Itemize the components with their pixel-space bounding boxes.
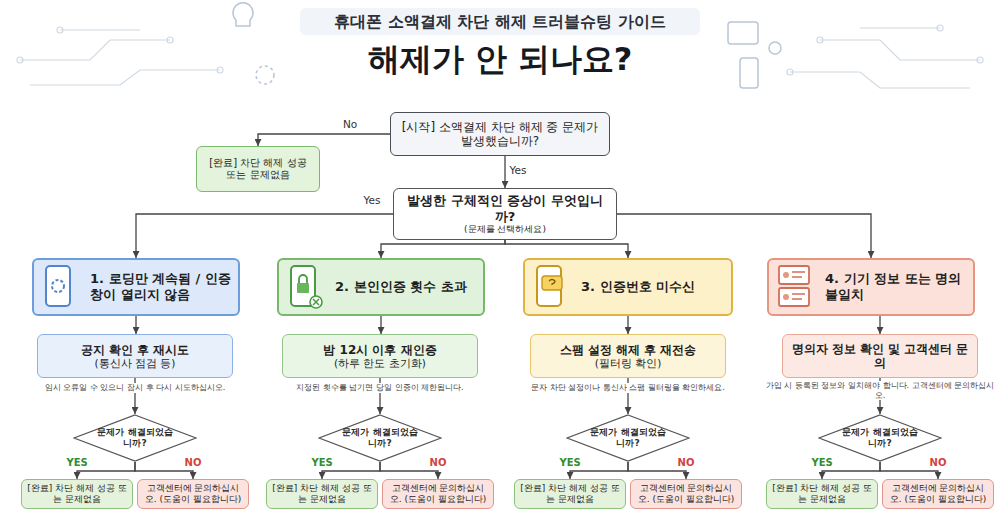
node-text: 고객센터에 문의하십시오. (도움이 필요합니다) <box>386 483 490 505</box>
connector <box>380 316 381 334</box>
edge-label: Yes <box>508 165 529 177</box>
node-text: 밤 12시 이후 재인증 <box>323 343 436 357</box>
help-box: 고객센터에 문의하십시오. (도움이 필요합니다) <box>882 479 994 509</box>
connector <box>505 240 628 258</box>
edge-label: YES <box>309 457 334 468</box>
connector <box>879 316 880 334</box>
node-text: 스팸 설정 해제 후 재전송 <box>560 343 697 357</box>
id-card-icon <box>779 266 809 306</box>
note-text: 가입 시 등록된 정보와 일치해야 합니다. 고객센터에 문의하십시오. <box>765 381 995 400</box>
end-box: [완료] 차단 해제 성공 또는 문제없음 <box>21 479 133 509</box>
node-subtext: (문제를 선택하세요) <box>464 224 546 235</box>
main-title: 해제가 안 되나요? <box>200 40 800 78</box>
symptom-box: 2. 본인인증 횟수 초과 <box>277 258 485 316</box>
node-subtext: (통신사 점검 등) <box>95 357 176 370</box>
end-box: [완료] 차단 해제 성공 또는 문제없음 <box>196 146 320 192</box>
symptom-box: 1. 로딩만 계속됨 / 인증창이 열리지 않음 <box>32 258 240 316</box>
node-text: [완료] 차단 해제 성공 또는 문제없음 <box>770 483 874 505</box>
connector <box>135 316 136 334</box>
diamond-shape <box>74 415 196 461</box>
edge-label: NO <box>183 457 204 468</box>
end-box: [완료] 차단 해제 성공 또는 문제없음 <box>514 479 626 509</box>
node-subtext: (하루 한도 초기화) <box>334 357 426 370</box>
edge-label: YES <box>64 457 89 468</box>
loading-phone-icon <box>46 266 70 306</box>
note-text: 문자 차단 설정이나 통신사 스팸 필터링을 확인하세요. <box>510 383 746 393</box>
subtitle-banner: 휴대폰 소액결제 차단 해제 트러블슈팅 가이드 <box>300 8 700 35</box>
node-text: 문제가 해결되었습니까? <box>589 427 667 449</box>
diamond-shape <box>319 415 441 461</box>
help-box: 고객센터에 문의하십시오. (도움이 필요합니다) <box>382 479 494 509</box>
node-text: 공지 확인 후 재시도 <box>81 343 190 357</box>
edge-label: NO <box>676 457 697 468</box>
node-text: [완료] 차단 해제 성공 또는 문제없음 <box>25 483 129 505</box>
edge-label: No <box>341 119 359 131</box>
note-text: 임시 오류일 수 있으니 잠시 후 다시 시도하십시오. <box>20 383 250 393</box>
edge-label: YES <box>809 457 834 468</box>
start-box: [시작] 소액결제 차단 해제 중 문제가 발생했습니까? <box>390 112 610 156</box>
decision-diamond: 문제가 해결되었습니까? <box>318 414 442 462</box>
node-text: 발생한 구체적인 증상이 무엇입니까? <box>400 193 610 224</box>
node-text: [완료] 차단 해제 성공 또는 문제없음 <box>270 483 374 505</box>
node-text: 문제가 해결되었습니까? <box>96 427 174 449</box>
action-box: 스팸 설정 해제 후 재전송(필터링 확인) <box>530 334 726 378</box>
connector <box>627 316 628 334</box>
diamond-shape <box>819 415 941 461</box>
end-box: [완료] 차단 해제 성공 또는 문제없음 <box>266 479 378 509</box>
help-box: 고객센터에 문의하십시오. (도움이 필요합니다) <box>630 479 742 509</box>
edge-label: NO <box>428 457 449 468</box>
edge-label: NO <box>928 457 949 468</box>
node-text: [완료] 차단 해제 성공 또는 문제없음 <box>518 483 622 505</box>
diamond-shape <box>567 415 689 461</box>
node-text: 1. 로딩만 계속됨 / 인증창이 열리지 않음 <box>90 271 232 302</box>
node-text: 3. 인증번호 미수신 <box>581 279 695 295</box>
decision-diamond: 문제가 해결되었습니까? <box>818 414 942 462</box>
end-box: [완료] 차단 해제 성공 또는 문제없음 <box>766 479 878 509</box>
help-box: 고객센터에 문의하십시오. (도움이 필요합니다) <box>137 479 249 509</box>
node-text: 고객센터에 문의하십시오. (도움이 필요합니다) <box>886 483 990 505</box>
symptom-box: 4. 기기 정보 또는 명의 불일치 <box>767 258 975 316</box>
lock-phone-icon <box>291 266 322 308</box>
question-box: 발생한 구체적인 증상이 무엇입니까?(문제를 선택하세요) <box>393 188 617 240</box>
decision-diamond: 문제가 해결되었습니까? <box>566 414 690 462</box>
node-text: 4. 기기 정보 또는 명의 불일치 <box>825 271 967 302</box>
message-phone-icon <box>537 266 562 306</box>
action-box: 명의자 정보 확인 및 고객센터 문의 <box>782 334 978 378</box>
connector <box>258 134 390 146</box>
node-text: [시작] 소액결제 차단 해제 중 문제가 발생했습니까? <box>397 120 603 149</box>
node-text: 2. 본인인증 횟수 초과 <box>335 279 467 295</box>
node-text: 고객센터에 문의하십시오. (도움이 필요합니다) <box>141 483 245 505</box>
note-text: 지정된 횟수를 넘기면 당일 인증이 제한됩니다. <box>265 383 495 393</box>
connector <box>136 214 393 258</box>
connector <box>504 156 505 188</box>
action-box: 밤 12시 이후 재인증(하루 한도 초기화) <box>282 334 478 378</box>
connector <box>381 240 505 258</box>
edge-label: YES <box>557 457 582 468</box>
symptom-box: 3. 인증번호 미수신 <box>523 258 733 316</box>
connector <box>617 214 871 258</box>
node-text: 고객센터에 문의하십시오. (도움이 필요합니다) <box>634 483 738 505</box>
decision-diamond: 문제가 해결되었습니까? <box>73 414 197 462</box>
node-text: [완료] 차단 해제 성공 또는 문제없음 <box>203 157 313 181</box>
node-subtext: (필터링 확인) <box>595 357 662 370</box>
edge-label: Yes <box>362 195 383 207</box>
node-text: 문제가 해결되었습니까? <box>841 427 919 449</box>
node-text: 명의자 정보 확인 및 고객센터 문의 <box>789 342 971 371</box>
action-box: 공지 확인 후 재시도(통신사 점검 등) <box>37 334 233 378</box>
node-text: 문제가 해결되었습니까? <box>341 427 419 449</box>
